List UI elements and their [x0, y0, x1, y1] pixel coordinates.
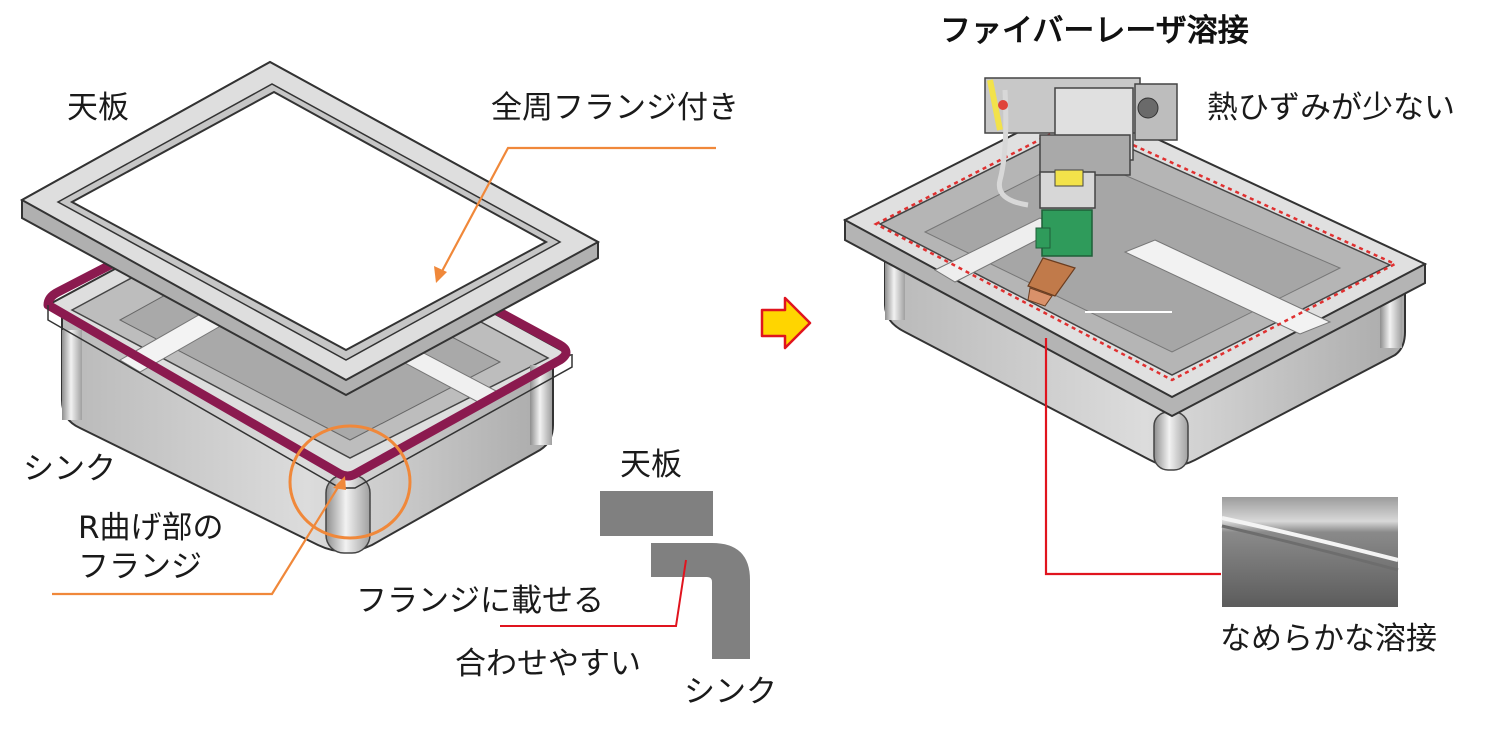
label-sink: シンク — [23, 451, 116, 487]
label-detail-sink: シンク — [684, 674, 777, 710]
laser-head — [984, 77, 1178, 307]
label-detail-top-plate: 天板 — [620, 447, 682, 483]
detail-sink-flange — [651, 543, 750, 659]
leader-rest-on-flange — [500, 559, 687, 627]
leader-smooth-weld — [1044, 338, 1221, 576]
right-sink — [842, 100, 1428, 471]
leader-flange-all — [439, 146, 716, 276]
detail-top-plate-block — [600, 491, 713, 536]
weld-seam — [873, 118, 1398, 382]
label-smooth-weld: なめらかな溶接 — [1220, 621, 1437, 657]
top-plate-frame — [19, 60, 601, 397]
flange-band — [43, 183, 571, 481]
r-flange-highlight-circle — [288, 424, 412, 540]
title-fiber-laser-welding: ファイバーレーザ溶接 — [940, 13, 1249, 49]
label-rest-on-flange: フランジに載せる — [356, 583, 604, 619]
label-r-flange-line2: フランジ — [78, 549, 202, 585]
weld-photo-inset — [1221, 497, 1399, 607]
right-arrow-icon — [760, 296, 812, 350]
detail-section — [500, 491, 750, 659]
label-r-flange-line1: R曲げ部の — [78, 510, 224, 546]
label-low-distortion: 熱ひずみが少ない — [1207, 90, 1455, 126]
label-top-plate: 天板 — [67, 90, 129, 126]
label-flange-all-around: 全周フランジ付き — [491, 90, 739, 126]
leader-r-flange — [52, 483, 341, 596]
label-easy-to-fit: 合わせやすい — [455, 646, 641, 682]
